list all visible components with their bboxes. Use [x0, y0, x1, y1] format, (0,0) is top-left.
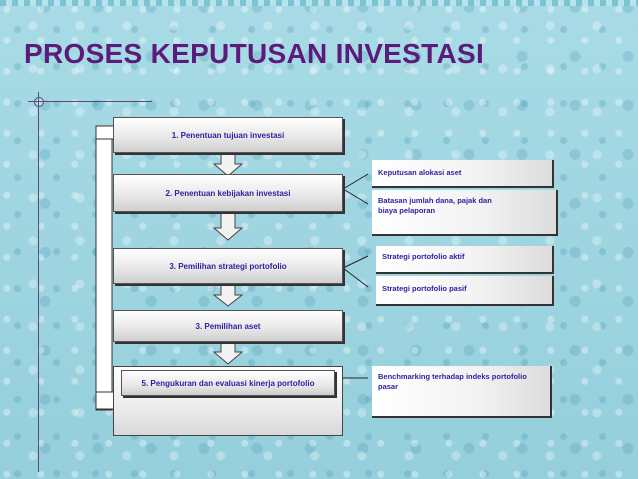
step-label-4: 3. Pemilihan aset: [195, 321, 261, 331]
top-decorative-band: [0, 0, 638, 6]
feedback-loop-bar: [95, 131, 113, 411]
note-label-batasan: Batasan jumlah dana, pajak dan biaya pel…: [378, 196, 492, 215]
down-arrow-2: [212, 212, 244, 241]
branch-lines-step3: [342, 255, 369, 288]
step-box-1: 1. Penentuan tujuan investasi: [113, 117, 343, 153]
note-label-pasif: Strategi portofolio pasif: [382, 284, 467, 293]
step-box-3: 3. Pemilihan strategi portofolio: [113, 248, 343, 284]
note-label-alokasi: Keputusan alokasi aset: [378, 168, 462, 177]
down-arrow-3: [212, 283, 244, 307]
branch-lines-step2: [342, 173, 369, 205]
note-label-aktif: Strategi portofolio aktif: [382, 252, 465, 261]
rule-ornament: [34, 97, 44, 107]
note-box-pasif: Strategi portofolio pasif: [376, 276, 554, 306]
step-box-4: 3. Pemilihan aset: [113, 310, 343, 342]
note-box-benchmarking: Benchmarking terhadap indeks portofolio …: [372, 366, 552, 418]
step-label-1: 1. Penentuan tujuan investasi: [171, 130, 285, 140]
step-box-5: 5. Pengukuran dan evaluasi kinerja porto…: [121, 370, 335, 396]
note-label-benchmarking: Benchmarking terhadap indeks portofolio …: [378, 372, 527, 391]
step-box-2: 2. Penentuan kebijakan investasi: [113, 174, 343, 212]
note-box-aktif: Strategi portofolio aktif: [376, 246, 554, 274]
note-box-alokasi: Keputusan alokasi aset: [372, 160, 554, 188]
step-label-5: 5. Pengukuran dan evaluasi kinerja porto…: [141, 378, 315, 388]
down-arrow-4: [212, 341, 244, 365]
left-vertical-rule: [38, 92, 39, 472]
down-arrow-1: [212, 151, 244, 177]
slide-title: PROSES KEPUTUSAN INVESTASI: [24, 38, 485, 69]
step-label-2: 2. Penentuan kebijakan investasi: [165, 188, 291, 198]
note-box-batasan: Batasan jumlah dana, pajak dan biaya pel…: [372, 190, 558, 236]
step-label-3: 3. Pemilihan strategi portofolio: [169, 261, 287, 271]
title-underline: [28, 101, 152, 102]
